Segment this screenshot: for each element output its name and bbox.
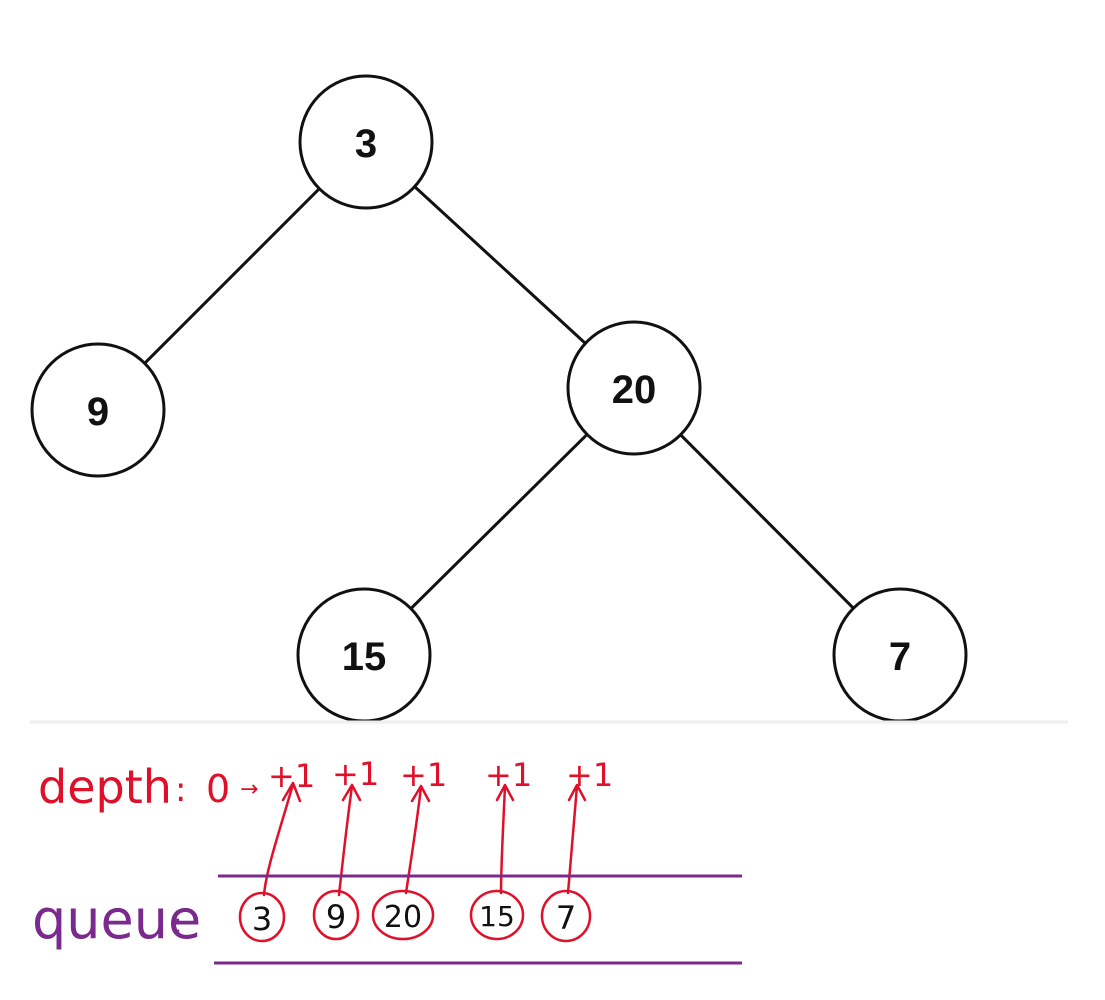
tree-node-circle: [30, 342, 166, 478]
depth-colon: :: [175, 770, 186, 810]
queue-item-circle: [312, 889, 360, 941]
tree-node-3: 3: [298, 74, 434, 210]
queue-item: 7: [540, 889, 592, 943]
tree-node-label: 20: [612, 368, 657, 412]
arrow-icon: [262, 781, 302, 897]
queue-item-circle: [238, 891, 286, 943]
queue-item: 9: [312, 889, 360, 941]
depth-start: 0: [206, 767, 230, 811]
queue-item-label: 7: [556, 899, 576, 937]
queue-label: queue: [32, 888, 201, 951]
increment-label: +1: [485, 756, 532, 794]
queue-item-circle: [469, 889, 525, 941]
tree-node-15: 15: [296, 587, 432, 723]
tree-node-circle: [298, 74, 434, 210]
queue-item: 3: [238, 891, 286, 943]
tree-node-label: 9: [87, 390, 109, 434]
increment-label: +1: [400, 756, 447, 794]
queue-colon: :: [173, 907, 182, 940]
queue-item-label: 20: [384, 900, 422, 935]
queue-item: 15: [469, 889, 525, 941]
tree-edge: [143, 187, 321, 365]
increment-arrows: [262, 781, 587, 897]
arrow-icon: [404, 784, 431, 895]
queue-item-label: 15: [479, 900, 515, 933]
tree-edge: [413, 185, 587, 345]
increment-label: +1: [566, 756, 613, 794]
tree-edge: [409, 433, 589, 610]
tree-node-9: 9: [30, 342, 166, 478]
tree-edges: [143, 185, 855, 610]
queue-item-label: 9: [326, 898, 346, 936]
arrow-icon: [495, 783, 515, 895]
increment-label: +1: [332, 755, 379, 793]
depth-annotation: depth : 0 → +1 +1 +1 +1 +1: [38, 755, 613, 814]
arrow-icon: [337, 783, 362, 897]
binary-tree: 3 9 20 15 7: [30, 74, 968, 723]
queue-item-label: 3: [252, 900, 272, 938]
tree-node-label: 15: [342, 635, 387, 679]
queue-item-circle: [540, 889, 592, 943]
tree-node-20: 20: [566, 320, 702, 456]
tree-node-circle: [566, 320, 702, 456]
depth-arrow-icon: →: [240, 777, 258, 802]
tree-edge: [679, 433, 855, 610]
depth-label: depth: [38, 760, 172, 814]
tree-node-label: 3: [355, 122, 377, 166]
queue-item-circle: [371, 889, 435, 941]
arrow-icon: [566, 783, 587, 895]
queue-item: 20: [371, 889, 435, 941]
tree-node-label: 7: [889, 635, 911, 679]
tree-node-7: 7: [832, 587, 968, 723]
queue-annotation: queue : 3 9 20 15 7: [32, 874, 742, 965]
